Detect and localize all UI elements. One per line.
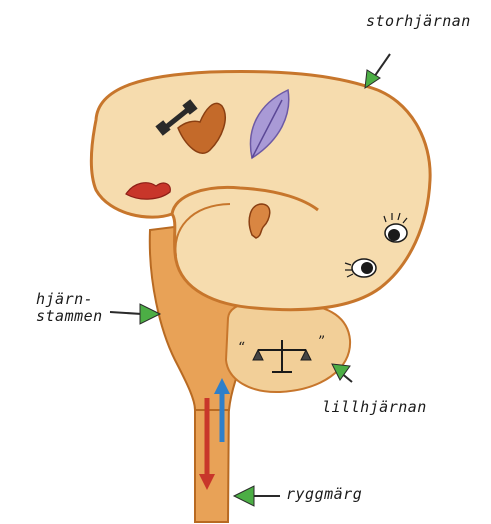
pointer-arrow-storhjarnan bbox=[365, 54, 390, 88]
label-ryggmarg: ryggmärg bbox=[286, 486, 362, 503]
svg-text:”: ” bbox=[318, 334, 325, 350]
label-hjarnstammen: hjärn- stammen bbox=[36, 291, 103, 325]
label-lillhjarnan: lillhjärnan bbox=[322, 399, 427, 416]
svg-text:“: “ bbox=[238, 340, 245, 356]
label-storhjarnan: storhjärnan bbox=[366, 13, 471, 30]
pointer-arrow-hjarnstammen bbox=[110, 304, 160, 324]
pointer-arrow-ryggmarg bbox=[234, 486, 280, 506]
